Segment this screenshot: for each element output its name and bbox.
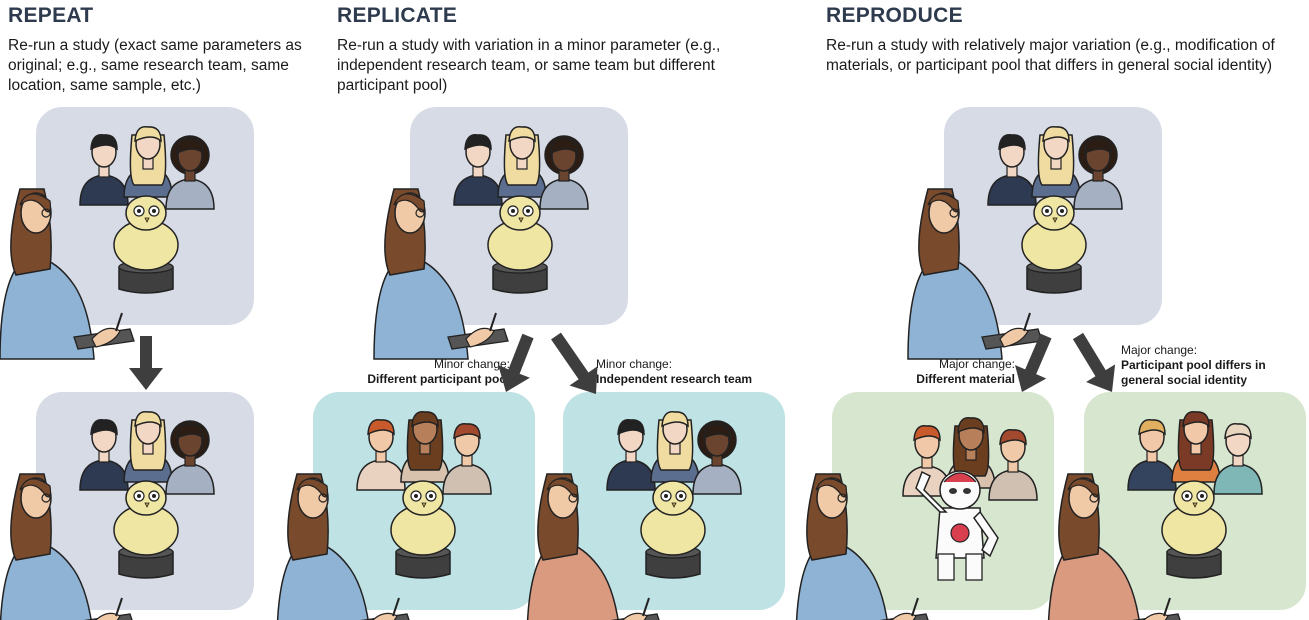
reproduce-description: Re-run a study with relatively major var… <box>826 37 1275 74</box>
repeat-rerun-social-robot <box>113 480 179 579</box>
replicate-original-social-robot <box>487 195 553 294</box>
repeat-rerun-researcher <box>0 473 133 620</box>
reproduce-title: REPRODUCE <box>826 4 963 27</box>
reproduce-social-identity-researcher <box>1047 473 1181 620</box>
replicate-research-team-participants <box>606 411 742 495</box>
arrow-repeat <box>129 336 163 390</box>
repeat-original-participants <box>79 126 215 210</box>
arrow-replicate-participant-pool <box>498 333 534 392</box>
replicate-title: REPLICATE <box>337 4 458 27</box>
reproduce-social-identity-participants <box>1127 411 1263 495</box>
caption-different-participant-pool: Minor change: Different participant pool <box>367 357 510 386</box>
replicate-original-researcher <box>373 188 509 360</box>
replicate-description: Re-run a study with variation in a minor… <box>337 37 721 94</box>
replicate-participant-pool-social-robot <box>390 480 456 579</box>
reproduce-original-researcher <box>907 188 1043 360</box>
repeat-original-social-robot <box>113 195 179 294</box>
replicate-participant-pool-participants <box>356 411 492 495</box>
arrow-replicate-research-team <box>551 332 598 394</box>
reproduce-material-participants <box>902 417 1038 501</box>
caption-different-material: Major change: Different material <box>916 357 1015 386</box>
caption-independent-research-team: Minor change: Independent research team <box>596 357 753 386</box>
reproduce-original-social-robot <box>1021 195 1087 294</box>
reproduce-social-identity-social-robot <box>1161 480 1227 579</box>
arrow-reproduce-material <box>1015 333 1052 392</box>
reproduce-original-participants <box>987 126 1123 210</box>
replicate-research-team-social-robot <box>640 480 706 579</box>
replicate-original-participants <box>453 126 589 210</box>
reproduce-material-humanoid-robot <box>915 470 999 581</box>
arrow-reproduce-social-identity <box>1072 332 1116 392</box>
caption-social-identity: Major change: Participant pool differs i… <box>1121 343 1266 387</box>
repeat-original-researcher <box>0 188 135 360</box>
repeat-description: Re-run a study (exact same parameters as… <box>8 37 302 94</box>
repeat-title: REPEAT <box>8 4 94 27</box>
repeat-rerun-participants <box>79 411 215 495</box>
reproduce-material-researcher <box>795 473 929 620</box>
replicate-participant-pool-researcher <box>276 473 410 620</box>
replicate-research-team-researcher <box>526 473 660 620</box>
